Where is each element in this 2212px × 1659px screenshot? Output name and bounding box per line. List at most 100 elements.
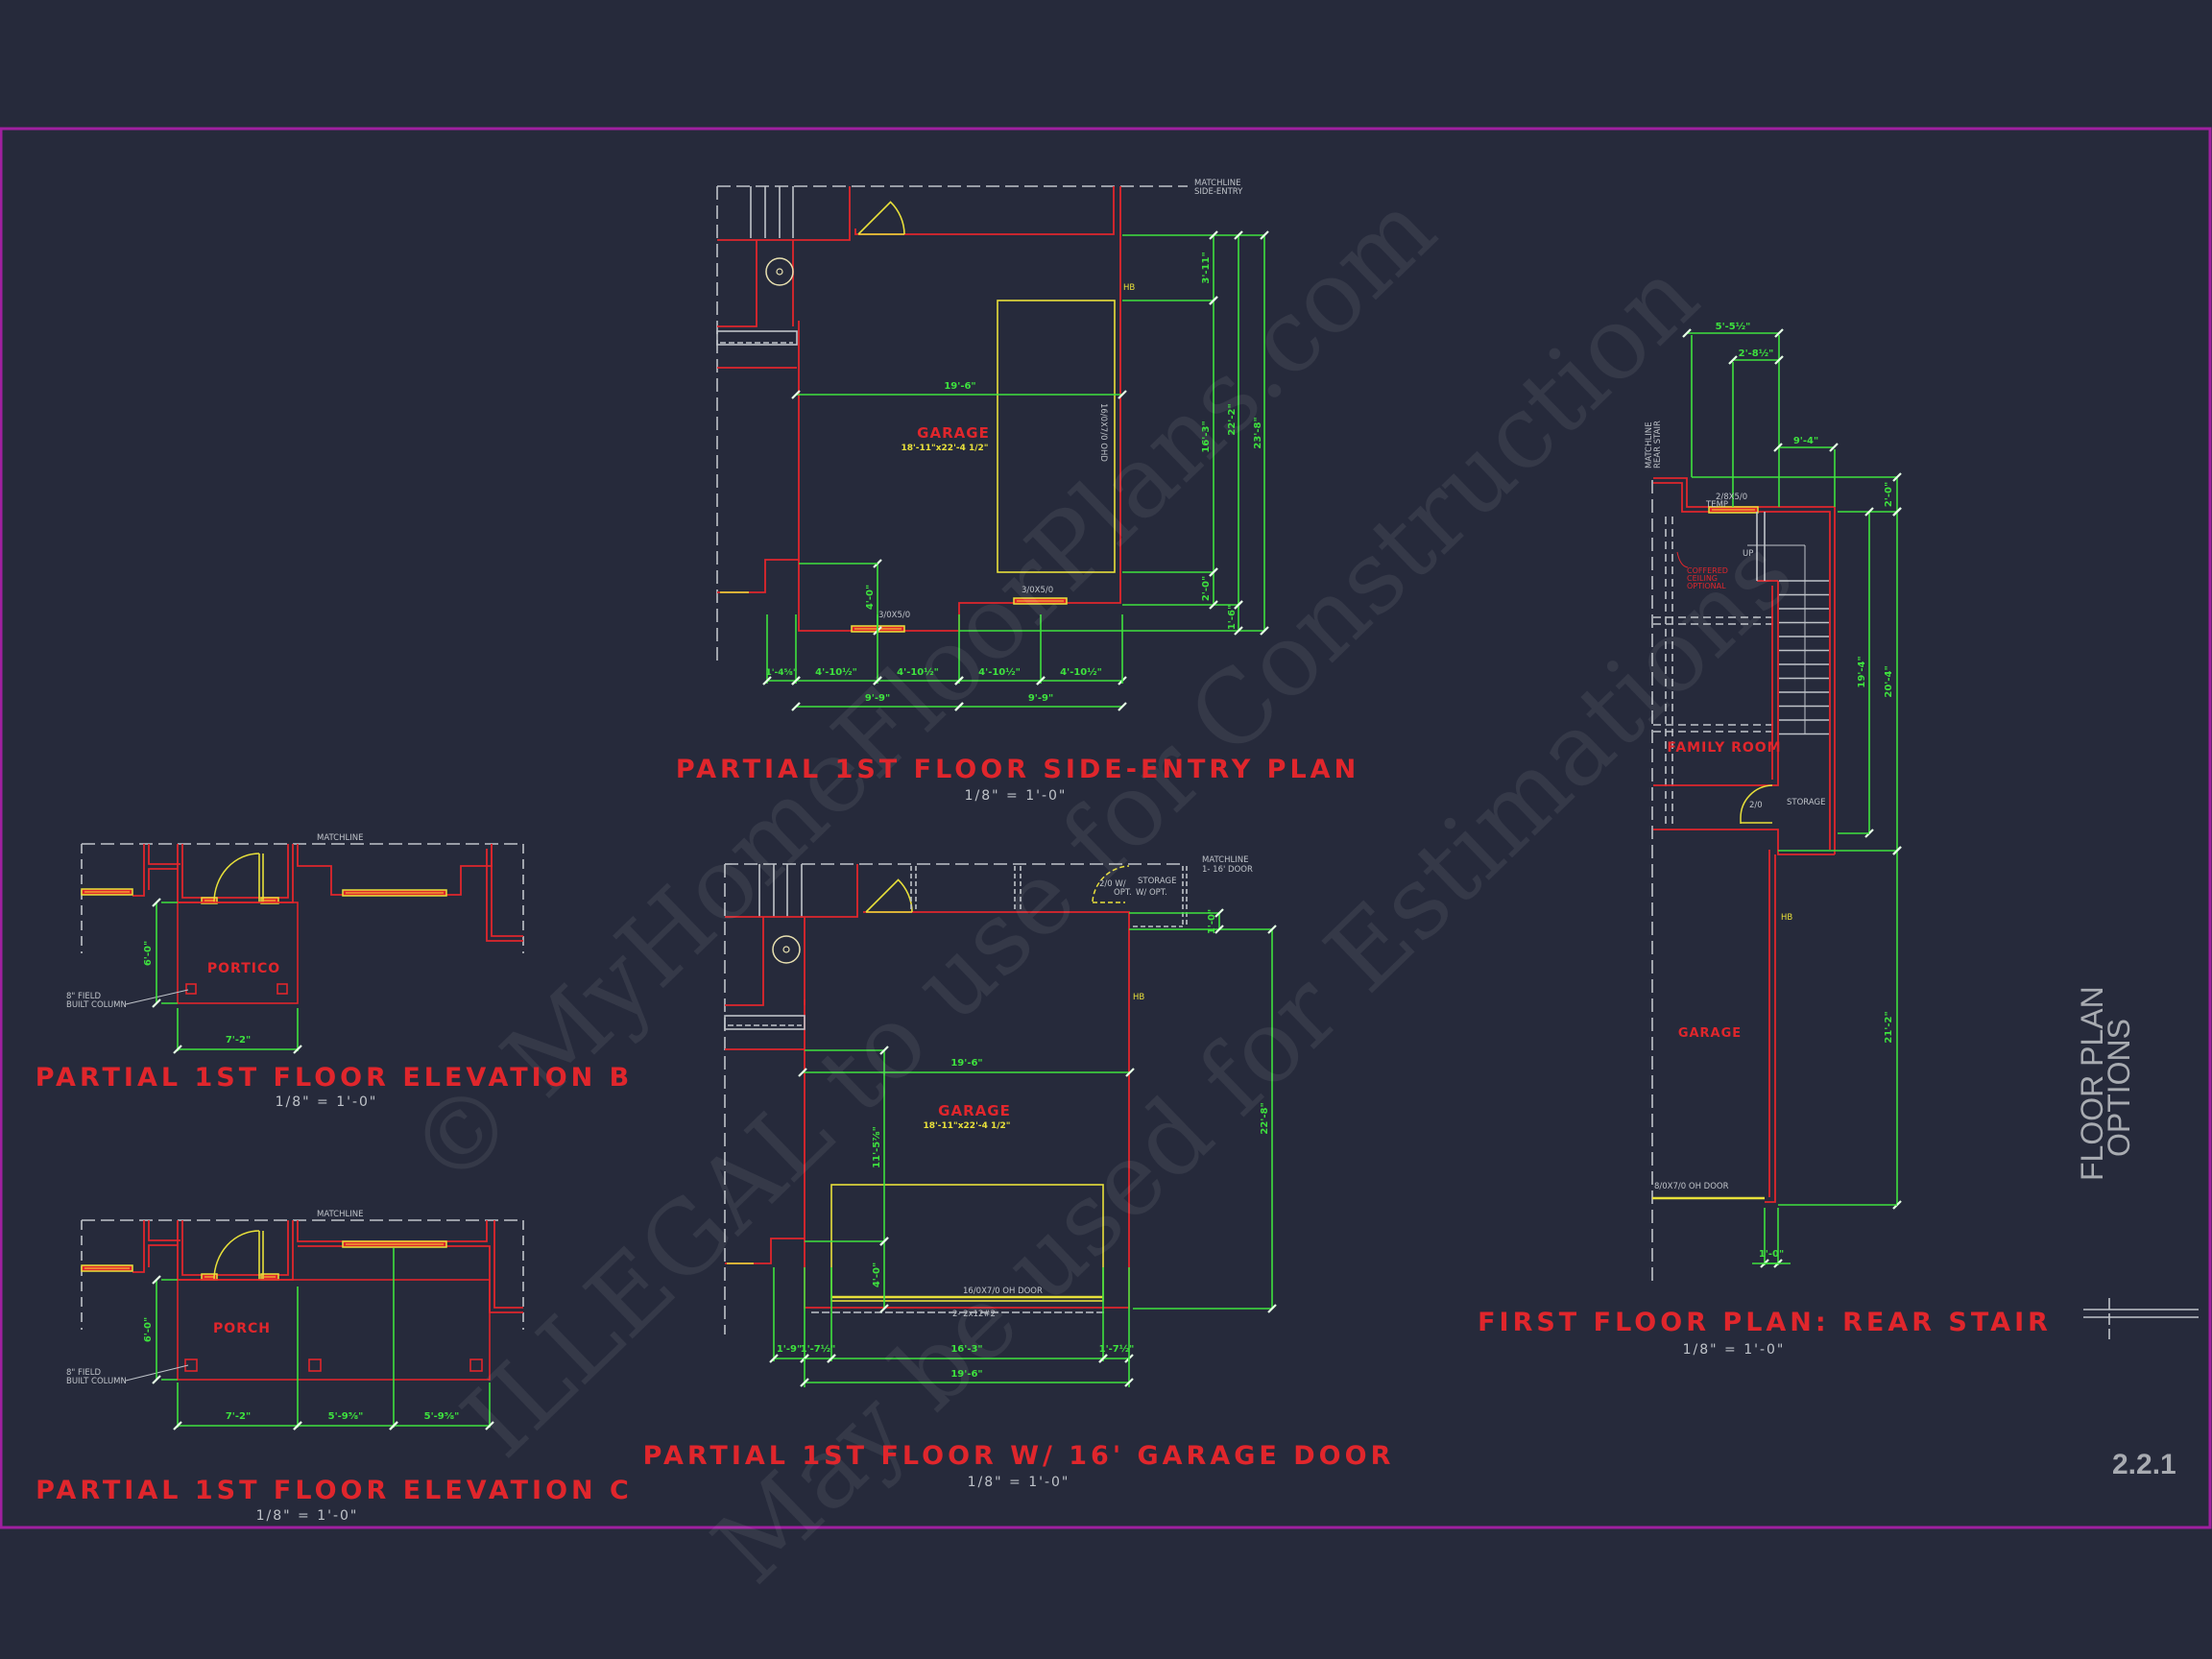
wall	[717, 186, 851, 241]
elevation-b: MATCHLINE PORTICO 8" FIELD BUILT COLUMN …	[36, 833, 634, 1110]
dim-label: 16'-3"	[950, 1344, 982, 1355]
overhead-door-label: 16/0X7/0 OHD	[1098, 403, 1108, 462]
room-size: 18'-11"x22'-4 1/2"	[902, 444, 989, 453]
dim-label: 2'-8½"	[1739, 349, 1774, 359]
dim-label: 4'-10½"	[1060, 667, 1102, 678]
dim-label: 11'-5⅞"	[872, 1126, 882, 1168]
sheet-border	[0, 127, 2212, 1529]
drawing-title: PARTIAL 1ST FLOOR ELEVATION C	[36, 1476, 633, 1505]
dim-tick	[1260, 230, 1269, 240]
dim-label: 6'-0"	[143, 941, 154, 966]
wall	[132, 844, 145, 897]
dim-label: 7'-2"	[226, 1411, 251, 1422]
wall	[181, 1220, 289, 1276]
dim-label: 4'-10½"	[978, 667, 1021, 678]
wall	[1653, 829, 1835, 855]
dim-label: 5'-9⅝"	[424, 1411, 460, 1422]
window-label: 3/0X5/0	[878, 611, 910, 620]
overhead-door	[830, 1184, 1104, 1302]
dim-tick	[1118, 702, 1127, 711]
dim-label: 4'-0"	[872, 1262, 882, 1287]
storage-label: OPT.	[1114, 888, 1132, 898]
dim-label: 1'-9"	[777, 1344, 802, 1355]
drawing-title: FIRST FLOOR PLAN: REAR STAIR	[1478, 1308, 2052, 1337]
dim-tick	[1234, 600, 1243, 610]
window-label: TEMP	[1705, 500, 1728, 510]
dim-tick	[954, 702, 964, 711]
dim-label: 4'-10½"	[897, 667, 939, 678]
dim-tick	[1209, 567, 1218, 577]
dim-label: 19'-6"	[950, 1058, 982, 1069]
dim-label: 16'-3"	[1201, 421, 1212, 452]
wall	[148, 844, 180, 865]
dim-label: 5'-9⅝"	[328, 1411, 364, 1422]
door-label: 2/0	[1749, 801, 1763, 810]
drawing-scale: 1/8" = 1'-0"	[276, 1094, 378, 1110]
drawing-title: PARTIAL 1ST FLOOR W/ 16' GARAGE DOOR	[643, 1441, 1395, 1471]
dim-tick	[152, 898, 161, 907]
dim-tick	[1036, 676, 1046, 685]
linework	[81, 185, 2199, 1431]
drawing-scale: 1/8" = 1'-0"	[965, 788, 1068, 804]
wall	[148, 868, 178, 890]
matchline-label: MATCHLINE	[317, 1210, 363, 1219]
room-size: 18'-11"x22'-4 1/2"	[924, 1121, 1011, 1131]
dim-label: 1'-7½"	[801, 1344, 836, 1355]
dim-label: 7'-2"	[226, 1035, 251, 1046]
dim-label: 9'-9"	[865, 693, 890, 704]
dim-label: 1'-0"	[1207, 909, 1217, 934]
side-entry-plan: MATCHLINE SIDE-ENTRY GARAGE 18'-11"x22'-…	[676, 179, 1356, 804]
dim-tick	[152, 1275, 161, 1285]
wall	[717, 240, 757, 327]
matchline-label: MATCHLINE	[1202, 855, 1248, 865]
wall	[493, 1220, 523, 1309]
wall	[148, 1220, 180, 1241]
window-label: 3/0X5/0	[1022, 586, 1053, 595]
dim-tick	[827, 1354, 836, 1363]
dim-tick	[1209, 296, 1218, 305]
drawing-scale: 1/8" = 1'-0"	[256, 1508, 359, 1524]
window-label: 2/8X5/0	[1716, 493, 1747, 502]
dim-label: 1'-0"	[1759, 1249, 1784, 1260]
room-label-garage: GARAGE	[938, 1102, 1011, 1119]
rear-stair-plan: MATCHLINE REAR STAIR 2/8X5/0 TEMP UP COF…	[1478, 322, 2052, 1358]
column	[469, 1358, 483, 1372]
matchline-label: 1- 16' DOOR	[1202, 865, 1253, 875]
column-circle	[782, 946, 790, 953]
wall	[491, 844, 523, 937]
column-circle	[765, 257, 794, 286]
dim-tick	[173, 1045, 182, 1054]
stair-up-label: UP	[1743, 549, 1753, 559]
column-circle	[776, 268, 783, 276]
door-swing	[213, 853, 260, 903]
dim-tick	[1209, 600, 1218, 610]
room-label-portico: PORTICO	[207, 961, 280, 976]
wall	[1653, 581, 1779, 786]
wall	[1765, 854, 1776, 1203]
dim-tick	[1234, 230, 1243, 240]
overhead-door	[997, 300, 1116, 573]
dim-tick	[879, 1304, 889, 1313]
dim-tick	[1234, 626, 1243, 636]
dim-tick	[1773, 443, 1783, 452]
dim-tick	[1209, 230, 1218, 240]
dim-label: 2'-0"	[1201, 576, 1212, 601]
dim-tick	[152, 1375, 161, 1384]
dim-tick	[1728, 355, 1738, 365]
dim-label: 1'-6"	[1227, 605, 1238, 630]
dim-label: 20'-4"	[1884, 665, 1894, 697]
dim-tick	[293, 1045, 302, 1054]
door-swing	[1740, 784, 1773, 824]
room-label-garage: GARAGE	[917, 424, 990, 442]
dim-tick	[1260, 626, 1269, 636]
column-note: BUILT COLUMN	[66, 1377, 127, 1386]
dim-tick	[485, 1421, 494, 1431]
dim-tick	[1892, 846, 1902, 855]
ceiling-note: COFFERED	[1687, 566, 1728, 575]
drawing-title: PARTIAL 1ST FLOOR ELEVATION B	[36, 1063, 634, 1093]
hose-bib-label: HB	[1123, 283, 1135, 293]
wall	[1653, 477, 1836, 854]
column	[276, 983, 288, 995]
wall	[854, 186, 1115, 235]
ceiling-note: OPTIONAL	[1687, 582, 1726, 590]
